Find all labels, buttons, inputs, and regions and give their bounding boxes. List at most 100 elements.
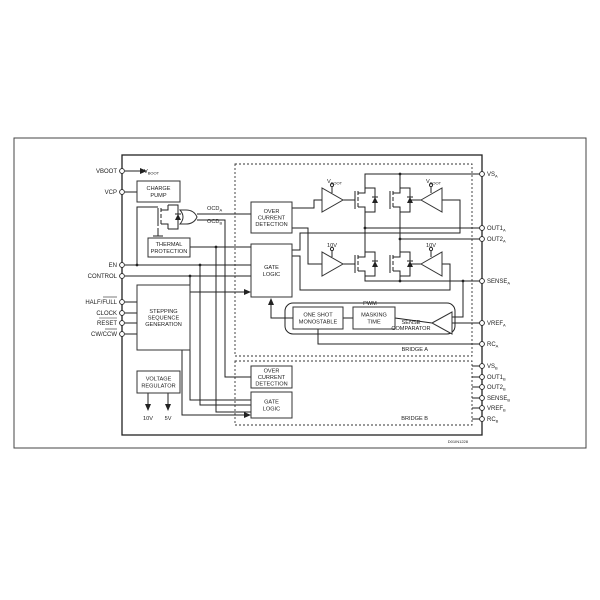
wire bbox=[364, 276, 480, 282]
figure-code: D01IN1228 bbox=[448, 439, 469, 444]
diode-icon bbox=[175, 214, 181, 220]
pin-reset bbox=[119, 320, 125, 326]
pin-vrefb bbox=[479, 405, 485, 411]
pin-halffull bbox=[119, 299, 125, 305]
supply-terminal bbox=[428, 182, 434, 188]
voltage-regulator-block-label: REGULATOR bbox=[141, 383, 175, 389]
bridge-b-region bbox=[234, 360, 473, 426]
pin-vsb bbox=[479, 363, 485, 369]
diode-icon bbox=[372, 197, 378, 203]
regulator-10v-label: 10V bbox=[143, 416, 153, 422]
pin-control bbox=[119, 273, 125, 279]
voltage-regulator-block bbox=[136, 370, 181, 394]
pin-label: OUT1A bbox=[487, 226, 506, 233]
bridge-a-label: BRIDGE A bbox=[402, 347, 429, 353]
masking-time-label: TIME bbox=[367, 319, 381, 325]
wires bbox=[125, 168, 480, 420]
pin-label: RCB bbox=[487, 417, 499, 424]
junction-dot bbox=[461, 279, 465, 283]
pin-vrefa bbox=[479, 320, 485, 326]
junction-dot bbox=[363, 226, 367, 230]
masking-time bbox=[352, 306, 396, 330]
pin-label: VSA bbox=[487, 172, 498, 179]
pin-sensea bbox=[479, 278, 485, 284]
gate-logic-b-label: GATE bbox=[264, 400, 279, 406]
over-current-detection-b bbox=[250, 365, 293, 389]
pin-label: OUT2B bbox=[487, 385, 506, 392]
thermal-protection-block-label: THERMAL bbox=[156, 242, 183, 248]
pin-rcb bbox=[479, 416, 485, 422]
wire bbox=[270, 305, 293, 319]
pin-en bbox=[119, 262, 125, 268]
wire bbox=[292, 199, 322, 209]
pin-label: EN bbox=[109, 263, 117, 269]
driver-low-right bbox=[419, 251, 443, 277]
pin-label: SENSEB bbox=[487, 396, 510, 403]
diode-icon bbox=[407, 197, 413, 203]
pin-label: CLOCK bbox=[96, 311, 117, 317]
diode-icon bbox=[407, 261, 413, 267]
supply-terminal bbox=[428, 246, 434, 252]
or-gate bbox=[178, 209, 198, 225]
bridge-a-region bbox=[234, 163, 473, 357]
driver-low-supply-label: 10V bbox=[426, 243, 436, 249]
thermal-protection-block-label: PROTECTION bbox=[151, 249, 188, 255]
mosfet-high-left bbox=[354, 187, 378, 213]
junction-dot bbox=[198, 263, 202, 267]
arrowhead-icon bbox=[145, 404, 151, 411]
labels: VBOOTVCPENCONTROLHALF/FULLCLOCKRESETCW/C… bbox=[85, 169, 510, 444]
wire bbox=[292, 255, 451, 291]
pin-label: CONTROL bbox=[88, 274, 118, 280]
wire bbox=[452, 281, 464, 318]
over-current-detection-b-label: OVER bbox=[264, 368, 280, 374]
pump-switch-mosfet bbox=[157, 204, 181, 230]
supply-terminal bbox=[329, 182, 335, 188]
pin-out2a bbox=[479, 236, 485, 242]
pin-label: CW/CCW bbox=[91, 332, 117, 338]
driver-low-left bbox=[321, 251, 345, 277]
pin-vcp bbox=[119, 189, 125, 195]
mosfet-low-right bbox=[389, 251, 413, 277]
masking-time-label: MASKING bbox=[361, 313, 387, 319]
ocd-b-wire bbox=[197, 219, 251, 378]
pin-label: VSB bbox=[487, 364, 498, 371]
over-current-detection-b-label: CURRENT bbox=[258, 375, 286, 381]
wire bbox=[181, 350, 244, 416]
arrowhead-icon bbox=[244, 412, 251, 418]
over-current-detection-a bbox=[250, 201, 293, 234]
diode-icon bbox=[372, 261, 378, 267]
pin-label: HALF/FULL bbox=[85, 300, 117, 306]
wire bbox=[394, 317, 433, 324]
pin-vboot bbox=[119, 168, 125, 174]
gate-logic-a bbox=[250, 243, 293, 298]
one-shot-monostable-label: MONOSTABLE bbox=[299, 319, 338, 325]
wire bbox=[199, 265, 251, 406]
junction-dot bbox=[135, 263, 139, 267]
pin-label: RCA bbox=[487, 342, 499, 349]
stepping-sequence-block-label: SEQUENCE bbox=[148, 316, 180, 322]
voltage-regulator-block-label: VOLTAGE bbox=[146, 377, 172, 383]
ocd-a-label: OCDA bbox=[207, 206, 222, 213]
mosfet-high-right bbox=[389, 187, 413, 213]
comparator-label: SENSE bbox=[402, 320, 421, 326]
pin-vsa bbox=[479, 171, 485, 177]
gate-logic-b bbox=[250, 391, 293, 419]
arrowhead-icon bbox=[165, 404, 171, 411]
junction-dot bbox=[398, 279, 402, 283]
gate-logic-a-label: LOGIC bbox=[263, 272, 280, 278]
pin-out2b bbox=[479, 384, 485, 390]
driver-high-right bbox=[419, 187, 443, 213]
comparator-label: COMPARATOR bbox=[391, 326, 430, 332]
pin-label: OUT2A bbox=[487, 237, 506, 244]
over-current-detection-b-label: DETECTION bbox=[255, 382, 287, 388]
blocks bbox=[136, 180, 456, 419]
junction-dot bbox=[398, 172, 402, 176]
vboot-output-label: VBOOT bbox=[144, 169, 160, 176]
ocd-b-label: OCDB bbox=[207, 219, 222, 226]
pin-out1b bbox=[479, 374, 485, 380]
one-shot-monostable-label: ONE SHOT bbox=[303, 313, 333, 319]
wire bbox=[136, 206, 158, 265]
junction-dot bbox=[188, 274, 192, 278]
charge-pump-block-label: PUMP bbox=[150, 193, 166, 199]
